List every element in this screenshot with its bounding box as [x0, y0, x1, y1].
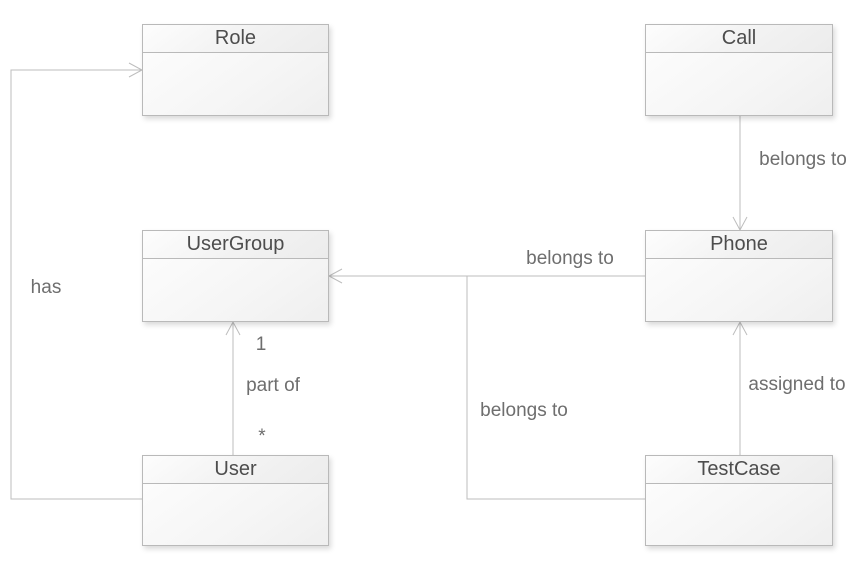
node-body-call: [646, 53, 832, 115]
edge-testcase-usergroup: [466, 276, 645, 500]
node-title-phone: Phone: [646, 231, 832, 259]
node-body-testcase: [646, 484, 832, 545]
node-title-call: Call: [646, 25, 832, 53]
class-node-call[interactable]: Call: [645, 24, 833, 116]
node-body-role: [143, 53, 328, 115]
arrowhead-phone-usergroup: [327, 268, 343, 284]
class-node-phone[interactable]: Phone: [645, 230, 833, 322]
node-body-usergroup: [143, 259, 328, 321]
edge-user-role: [10, 69, 142, 500]
class-node-usergroup[interactable]: UserGroup: [142, 230, 329, 322]
class-node-testcase[interactable]: TestCase: [645, 455, 833, 546]
class-node-role[interactable]: Role: [142, 24, 329, 116]
arrowhead-testcase-phone: [732, 320, 748, 336]
node-body-phone: [646, 259, 832, 321]
node-title-usergroup: UserGroup: [143, 231, 328, 259]
class-node-user[interactable]: User: [142, 455, 329, 546]
node-body-user: [143, 484, 328, 545]
node-title-role: Role: [143, 25, 328, 53]
arrowhead-user-usergroup: [225, 320, 241, 336]
node-title-testcase: TestCase: [646, 456, 832, 484]
node-title-user: User: [143, 456, 328, 484]
